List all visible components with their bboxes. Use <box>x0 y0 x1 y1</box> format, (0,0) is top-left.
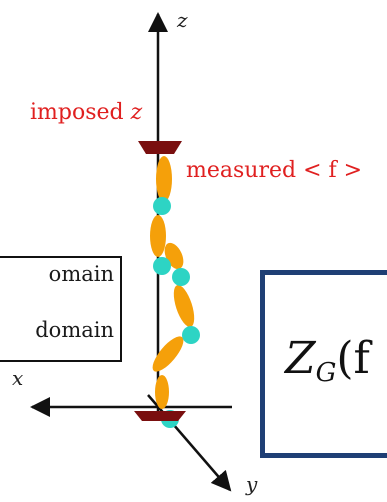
imposed-variable: z <box>131 100 143 125</box>
chain-segment <box>155 375 169 409</box>
legend-line-2: domain <box>35 318 114 342</box>
formula-subscript: G <box>316 358 337 388</box>
imposed-prefix: imposed <box>30 100 124 125</box>
formula-text: ZG(f <box>285 333 370 388</box>
chain-joint <box>182 326 200 344</box>
measured-f-annotation: measured < f > <box>186 158 362 183</box>
formula-box: ZG(f <box>260 270 387 458</box>
imposed-z-annotation: imposed z <box>30 100 142 125</box>
chain-segment <box>170 283 199 330</box>
top-anchor <box>138 141 182 154</box>
chain-joint <box>153 197 171 215</box>
y-axis <box>148 395 230 490</box>
formula-tail: (f <box>336 333 369 384</box>
chain-segment <box>150 215 166 257</box>
chain-segment <box>156 156 172 202</box>
chain-segment <box>148 332 189 376</box>
bottom-anchor <box>134 411 186 421</box>
z-axis-label: z <box>177 8 188 32</box>
chain-joint <box>172 268 190 286</box>
chain-joint <box>153 257 171 275</box>
x-axis-label: x <box>12 366 23 390</box>
legend-line-1: omain <box>49 262 114 286</box>
y-axis-label: y <box>246 472 257 496</box>
domain-legend-box: omain domain <box>0 256 122 362</box>
formula-base: Z <box>285 333 316 384</box>
